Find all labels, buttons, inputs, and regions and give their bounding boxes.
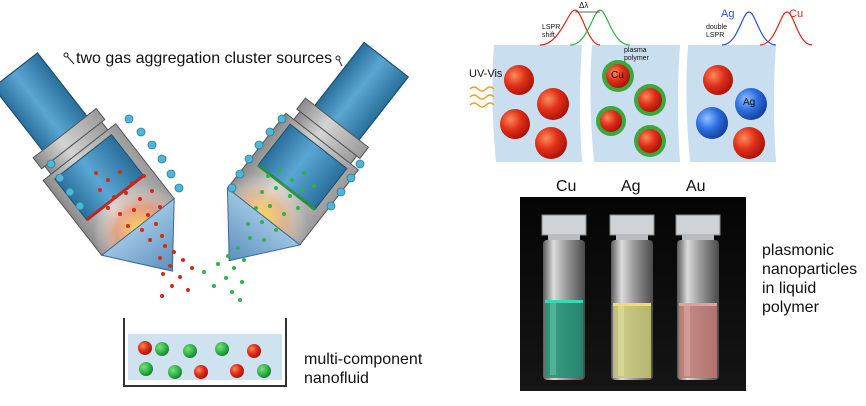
cu-spectrum-curve-1 — [539, 9, 601, 46]
double-lspr-line2: LSPR — [706, 32, 725, 39]
falling-green-clusters — [202, 246, 246, 302]
plasmonic-label-line3: in liquid — [762, 280, 817, 297]
plasmonic-label-line4: polymer — [762, 299, 819, 316]
left-cluster-source — [0, 52, 184, 272]
sources-label: two gas aggregation cluster sources — [76, 50, 333, 67]
nanofluid-beaker — [123, 318, 287, 387]
ag-curve-label: Ag — [721, 8, 735, 20]
vial-label-ag: Ag — [621, 178, 641, 195]
ag-vial — [609, 214, 655, 380]
ag-particle — [735, 88, 767, 120]
double-lspr-line1: double — [706, 24, 728, 31]
left-source-bolts — [46, 114, 184, 211]
cu-particle — [504, 65, 534, 95]
uv-vis-label: UV-Vis — [469, 68, 503, 80]
vial-photo — [520, 197, 746, 391]
uv-vis-wave-icon — [469, 86, 495, 108]
ag-particle-label: Ag — [743, 97, 756, 108]
vial-label-cu: Cu — [556, 178, 577, 195]
lspr-shift-line2: shift — [542, 32, 555, 39]
cu-spectrum-curve-2 — [759, 11, 813, 46]
plasmonic-label-line1: plasmonic — [762, 242, 835, 259]
ag-spectrum-curve — [721, 11, 777, 46]
lspr-shift-line1: LSPR — [542, 24, 561, 31]
green-clusters-in-source — [246, 168, 316, 242]
nanofluid-label-line2: nanofluid — [304, 370, 369, 387]
right-source-bolts — [227, 114, 365, 211]
beaker-particles — [138, 341, 271, 379]
lspr-inset — [469, 9, 813, 162]
right-cluster-source — [217, 41, 410, 262]
plasmonic-label-line2: nanoparticles — [762, 261, 858, 278]
cu-curve-label: Cu — [789, 8, 804, 20]
falling-red-clusters — [158, 244, 194, 298]
nanofluid-label-line1: multi-component — [304, 351, 423, 368]
vial-label-au: Au — [686, 178, 706, 195]
cu-vial — [541, 214, 587, 380]
cu-particle-label: Cu — [611, 70, 624, 81]
plasma-polymer-line2: polymer — [624, 55, 649, 62]
shifted-spectrum-curve — [569, 9, 631, 46]
source-label-leaders — [63, 52, 343, 67]
au-vial — [675, 214, 721, 380]
red-clusters-in-source — [94, 170, 164, 242]
delta-lambda-label: Δλ — [579, 1, 589, 10]
plasma-polymer-line1: plasma — [624, 47, 647, 54]
